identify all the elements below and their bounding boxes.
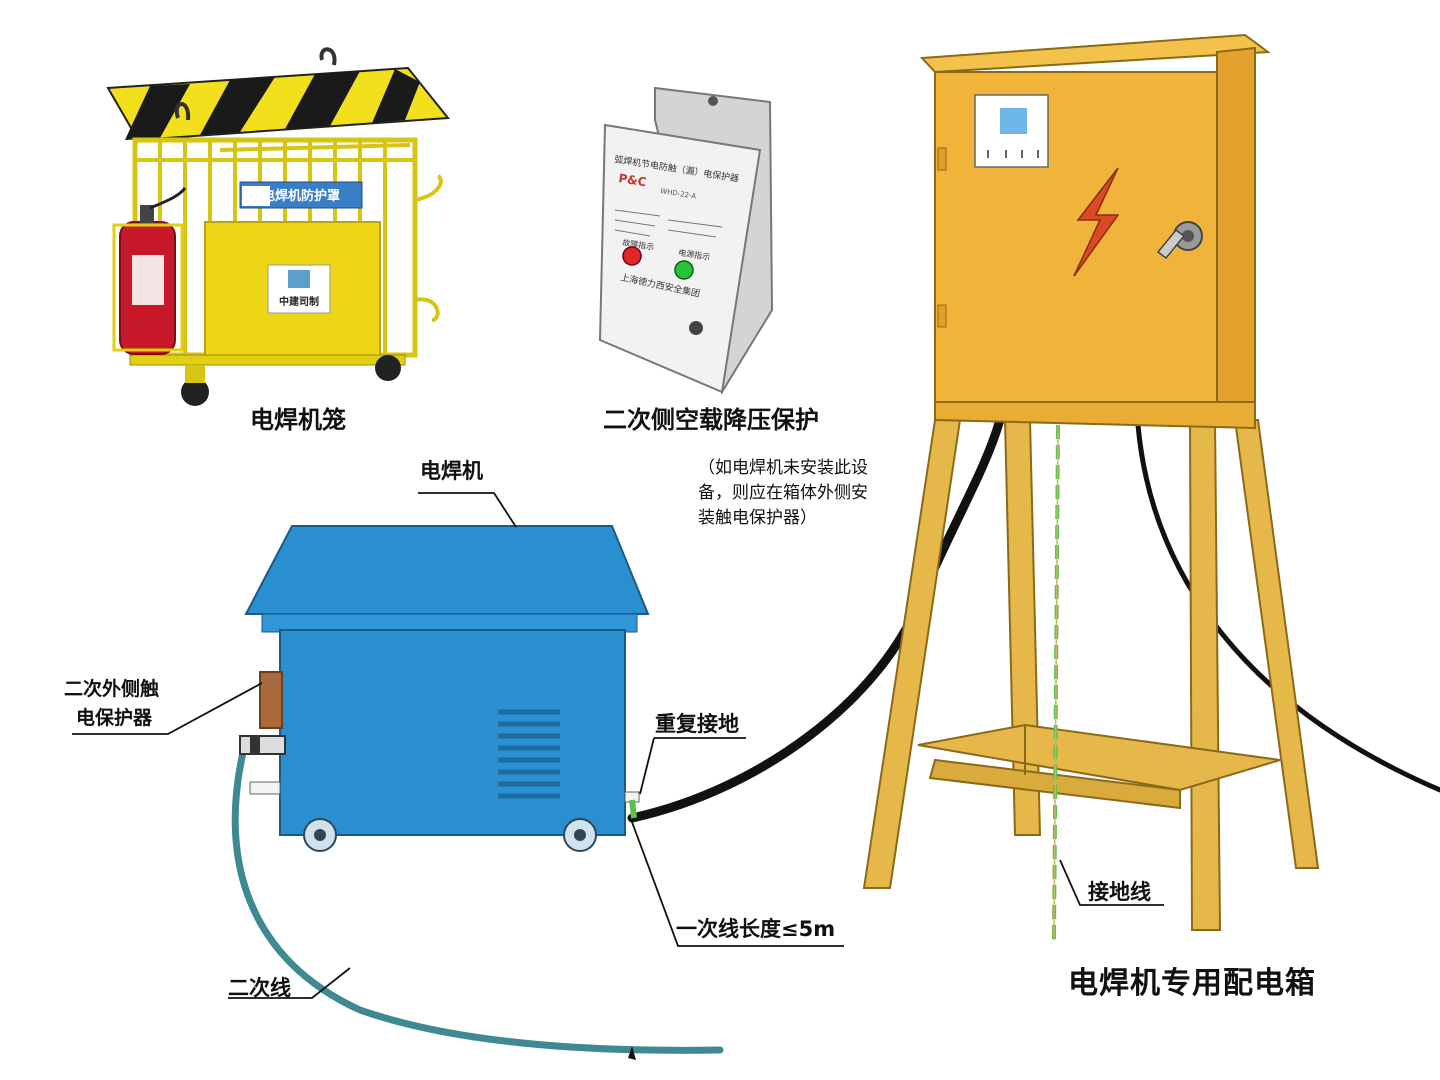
no-load-protector-device: 弧焊机节电防触（漏）电保护器 P&C WHD-22-A 故障指示 电源指示 上海… bbox=[598, 86, 774, 395]
callout-leaders bbox=[72, 492, 1164, 999]
door-handle-icon bbox=[1156, 221, 1203, 260]
cage-banner-text: 电焊机防护罩 bbox=[262, 188, 340, 204]
lightning-bolt-icon bbox=[1073, 167, 1120, 277]
external-protector-box bbox=[259, 671, 283, 729]
ground-wire-label: 接地线 bbox=[1088, 880, 1151, 904]
welder-cage: 电焊机防护罩 中建司制 bbox=[106, 47, 450, 406]
secondary-line-label: 二次线 bbox=[228, 976, 291, 1000]
repeat-ground-wire bbox=[629, 799, 637, 819]
repeat-ground-label: 重复接地 bbox=[655, 712, 739, 736]
external-protector-label-line2: 电保护器 bbox=[76, 707, 153, 729]
cage-company-text: 中建司制 bbox=[279, 295, 319, 308]
cage-label: 电焊机笼 bbox=[250, 406, 346, 434]
distribution-box-stand bbox=[862, 419, 1320, 931]
svg-text:电源指示: 电源指示 bbox=[678, 247, 711, 262]
cable-end bbox=[628, 1046, 636, 1060]
fault-indicator-light bbox=[622, 246, 642, 266]
secondary-cable bbox=[231, 736, 724, 1054]
primary-line-label: 一次线长度≤5m bbox=[676, 917, 836, 941]
svg-text:P&C: P&C bbox=[618, 171, 648, 189]
external-protector-label-line1: 二次外侧触 bbox=[64, 678, 160, 700]
protector-label: 二次侧空载降压保护 bbox=[603, 406, 819, 434]
fire-extinguisher-icon bbox=[112, 187, 187, 355]
distribution-box bbox=[919, 33, 1271, 430]
welder-machine bbox=[239, 525, 650, 852]
distribution-box-label: 电焊机专用配电箱 bbox=[1068, 966, 1316, 1001]
protector-knob bbox=[689, 321, 703, 335]
welder-label: 电焊机 bbox=[420, 459, 483, 483]
power-indicator-light bbox=[674, 260, 694, 280]
vent-slots bbox=[498, 709, 560, 799]
protector-note: （如电焊机未安装此设备，则应在箱体外侧安装触电保护器） bbox=[698, 458, 868, 528]
